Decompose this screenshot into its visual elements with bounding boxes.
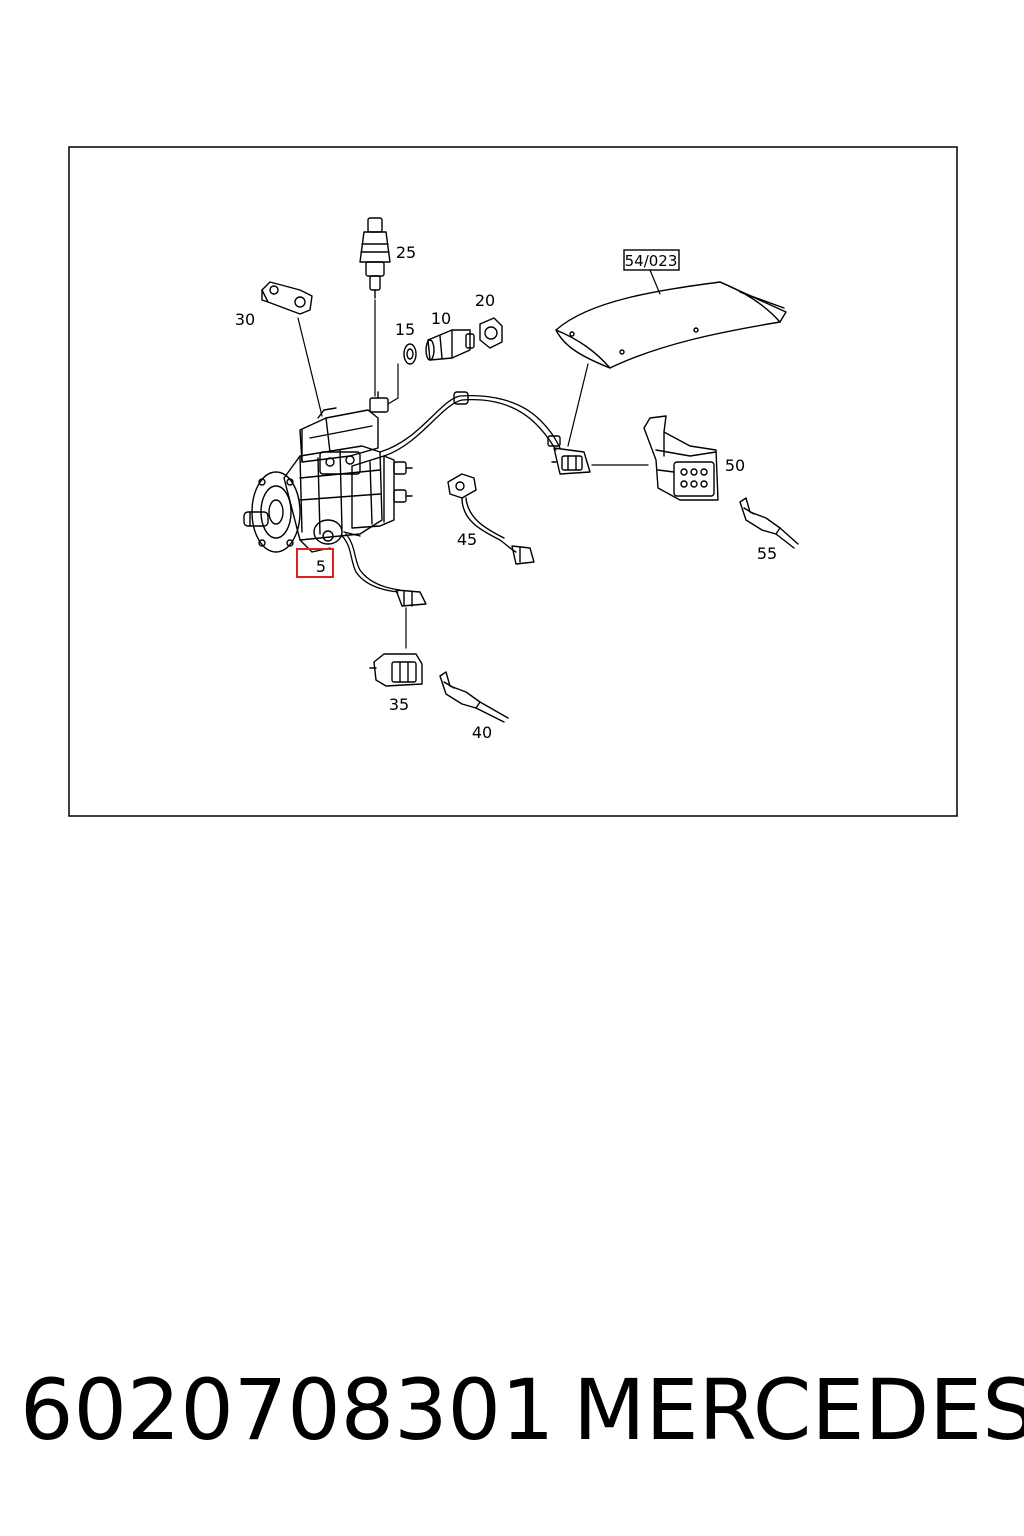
part-35-illustration [369, 653, 423, 687]
parts-diagram: 54/023 5 25 30 15 10 20 50 55 45 35 40 [68, 146, 958, 817]
highlight-box-part-5 [296, 548, 334, 578]
brand-name: MERCEDES [573, 1361, 1024, 1459]
pump-lead-connector-illustration [395, 589, 427, 607]
part-55-illustration [739, 497, 799, 549]
reference-54-023-illustration [555, 281, 787, 369]
callout-5[interactable]: 5 [316, 557, 326, 576]
part-50-illustration [643, 415, 719, 501]
callout-40[interactable]: 40 [472, 723, 492, 742]
part-40-illustration [439, 671, 509, 723]
part-45-illustration [447, 473, 535, 565]
reference-label-box [623, 249, 680, 271]
callout-15[interactable]: 15 [395, 320, 415, 339]
part-number: 6020708301 [20, 1361, 555, 1459]
reference-label: 54/023 [625, 252, 678, 270]
part-20-illustration [479, 317, 503, 349]
callout-50[interactable]: 50 [725, 456, 745, 475]
part-10-illustration [425, 329, 475, 361]
callout-55[interactable]: 55 [757, 544, 777, 563]
callout-30[interactable]: 30 [235, 310, 255, 329]
part-25-illustration [359, 217, 391, 299]
injection-pump-illustration [243, 391, 413, 553]
callout-35[interactable]: 35 [389, 695, 409, 714]
part-30-illustration [261, 281, 313, 315]
callout-25[interactable]: 25 [396, 243, 416, 262]
callout-10[interactable]: 10 [431, 309, 451, 328]
diagram-frame [68, 146, 958, 817]
harness-connector-illustration [551, 447, 591, 475]
callout-20[interactable]: 20 [475, 291, 495, 310]
callout-45[interactable]: 45 [457, 530, 477, 549]
part-15-illustration [403, 343, 417, 365]
